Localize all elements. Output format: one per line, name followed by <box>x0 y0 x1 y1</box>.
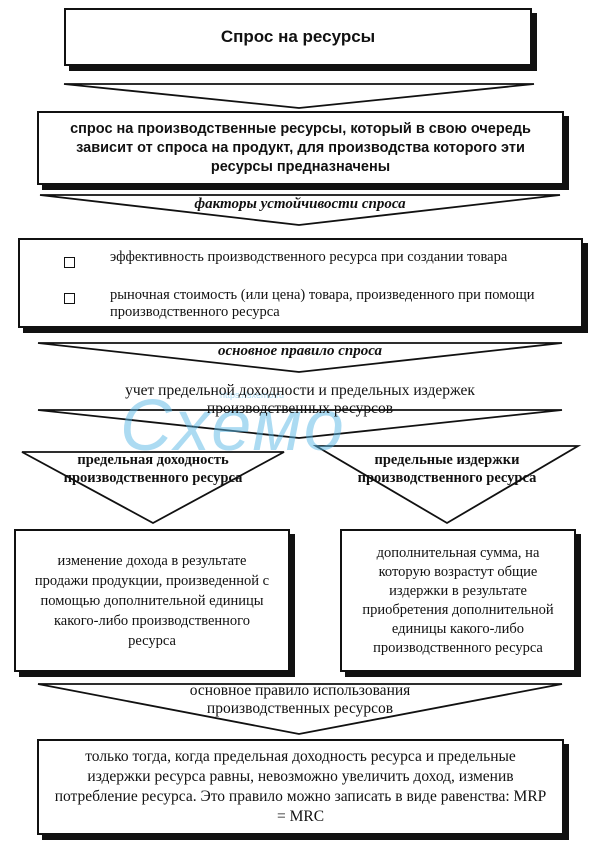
basic-rule-text: учет предельной доходности и предельных … <box>125 382 475 417</box>
final-rule-box: только тогда, когда предельная доходност… <box>37 739 564 835</box>
watermark-url: https://sxemo.ru <box>220 390 285 400</box>
factors-box: эффективность производственного ресурса … <box>18 238 583 328</box>
arrow-usage-rule <box>37 683 563 735</box>
basic-rule-label: основное правило спроса <box>217 343 383 359</box>
right-definition-text: дополнительная сумма, на которую возраст… <box>362 544 554 656</box>
arrow-split-band <box>37 409 563 439</box>
definition-box: спрос на производственные ресурсы, котор… <box>37 111 564 185</box>
final-rule-text: только тогда, когда предельная доходност… <box>54 748 547 825</box>
left-definition-box: изменение дохода в результате продажи пр… <box>14 529 290 672</box>
title-box: Спрос на ресурсы <box>64 8 532 66</box>
right-heading: предельные издержки производственного ре… <box>357 452 537 486</box>
left-heading: предельная доходность производственного … <box>63 452 243 486</box>
checkbox-icon <box>64 257 75 268</box>
definition-text: спрос на производственные ресурсы, котор… <box>70 120 531 175</box>
factors-label: факторы устойчивости спроса <box>194 196 406 212</box>
arrow-title-to-definition <box>63 83 535 109</box>
factor-item: рыночная стоимость (или цена) товара, пр… <box>110 287 535 320</box>
arrow-left-heading <box>21 451 285 525</box>
checkbox-icon <box>64 293 75 304</box>
page-title: Спрос на ресурсы <box>220 27 376 46</box>
arrow-basic-rule-band <box>37 342 563 373</box>
factor-item: эффективность производственного ресурса … <box>110 249 508 265</box>
right-definition-box: дополнительная сумма, на которую возраст… <box>340 529 576 672</box>
watermark-text: Схемо <box>120 386 346 466</box>
arrow-right-heading <box>312 445 582 525</box>
watermark: Схемо <box>120 385 346 467</box>
usage-rule-label: основное правило использования производс… <box>189 682 411 717</box>
arrow-factors-band <box>39 194 561 226</box>
left-definition-text: изменение дохода в результате продажи пр… <box>34 552 270 649</box>
